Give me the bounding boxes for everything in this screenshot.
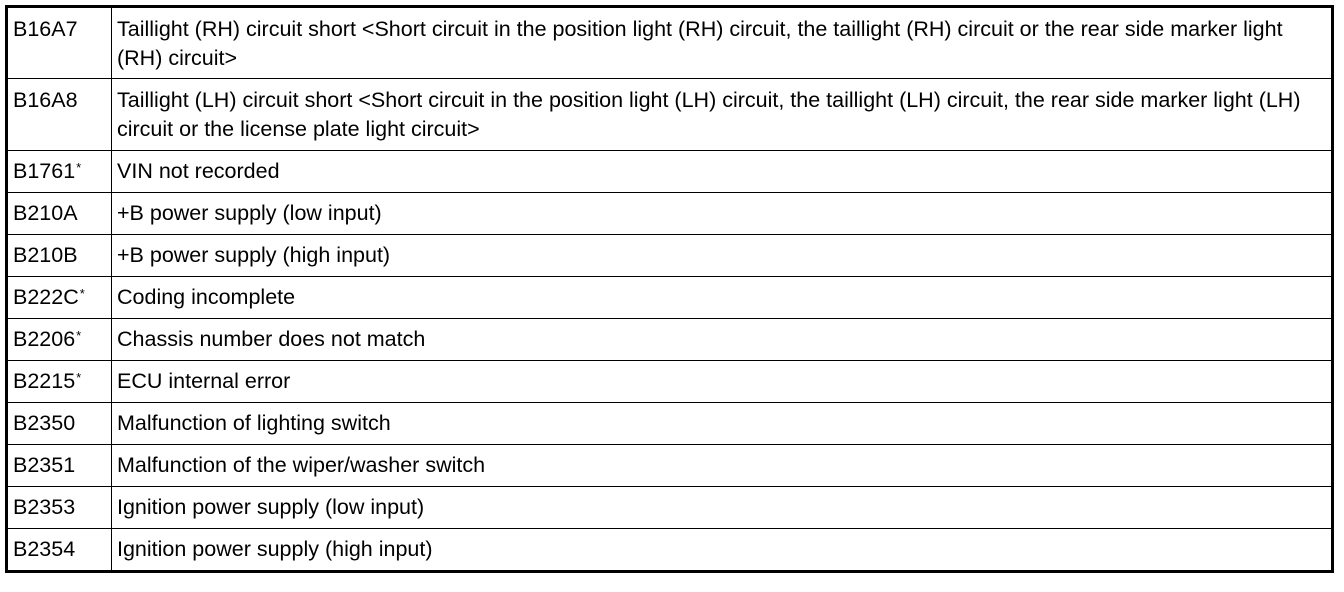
dtc-code: B2215 (13, 369, 76, 393)
dtc-description: Taillight (RH) circuit short <Short circ… (111, 6, 1333, 79)
dtc-code-cell: B2206* (6, 318, 112, 361)
dtc-code-cell: B210B (6, 234, 112, 277)
table-row: B2353 Ignition power supply (low input) (6, 486, 1333, 529)
dtc-code: B222C (13, 285, 79, 309)
table-row: B2350 Malfunction of lighting switch (6, 402, 1333, 445)
dtc-description: +B power supply (low input) (111, 192, 1333, 235)
dtc-description: ECU internal error (111, 360, 1333, 403)
dtc-description: Ignition power supply (low input) (111, 486, 1333, 529)
dtc-description: Chassis number does not match (111, 318, 1333, 361)
dtc-code: B2353 (13, 495, 76, 519)
dtc-code: B16A7 (13, 17, 78, 41)
dtc-code-cell: B2353 (6, 486, 112, 529)
dtc-code: B210B (13, 243, 78, 267)
table-row: B2215* ECU internal error (6, 360, 1333, 403)
table-row: B2351 Malfunction of the wiper/washer sw… (6, 444, 1333, 487)
dtc-description: Ignition power supply (high input) (111, 528, 1333, 572)
dtc-table: B16A7 Taillight (RH) circuit short <Shor… (5, 5, 1334, 573)
table-row: B2354 Ignition power supply (high input) (6, 528, 1333, 572)
dtc-code-cell: B222C* (6, 276, 112, 319)
table-row: B16A8 Taillight (LH) circuit short <Shor… (6, 78, 1333, 151)
dtc-code: B2351 (13, 453, 76, 477)
dtc-code: B2350 (13, 411, 76, 435)
dtc-code: B210A (13, 201, 78, 225)
dtc-code: B1761 (13, 159, 76, 183)
dtc-asterisk: * (76, 370, 82, 385)
dtc-code-cell: B2351 (6, 444, 112, 487)
dtc-description: Malfunction of the wiper/washer switch (111, 444, 1333, 487)
dtc-code: B2206 (13, 327, 76, 351)
dtc-description: +B power supply (high input) (111, 234, 1333, 277)
dtc-asterisk: * (79, 286, 85, 301)
dtc-code-cell: B2354 (6, 528, 112, 572)
table-row: B16A7 Taillight (RH) circuit short <Shor… (6, 6, 1333, 79)
table-row: B2206* Chassis number does not match (6, 318, 1333, 361)
dtc-description: Coding incomplete (111, 276, 1333, 319)
dtc-code: B2354 (13, 537, 76, 561)
dtc-code-cell: B2350 (6, 402, 112, 445)
dtc-asterisk: * (76, 328, 82, 343)
dtc-code-cell: B16A7 (6, 6, 112, 79)
dtc-code-cell: B2215* (6, 360, 112, 403)
dtc-code-cell: B1761* (6, 150, 112, 193)
dtc-code-cell: B210A (6, 192, 112, 235)
dtc-code: B16A8 (13, 88, 78, 112)
table-row: B210B +B power supply (high input) (6, 234, 1333, 277)
dtc-description: Malfunction of lighting switch (111, 402, 1333, 445)
dtc-code-cell: B16A8 (6, 78, 112, 151)
table-row: B222C* Coding incomplete (6, 276, 1333, 319)
dtc-description: VIN not recorded (111, 150, 1333, 193)
dtc-asterisk: * (76, 160, 82, 175)
dtc-description: Taillight (LH) circuit short <Short circ… (111, 78, 1333, 151)
table-row: B210A +B power supply (low input) (6, 192, 1333, 235)
table-row: B1761* VIN not recorded (6, 150, 1333, 193)
